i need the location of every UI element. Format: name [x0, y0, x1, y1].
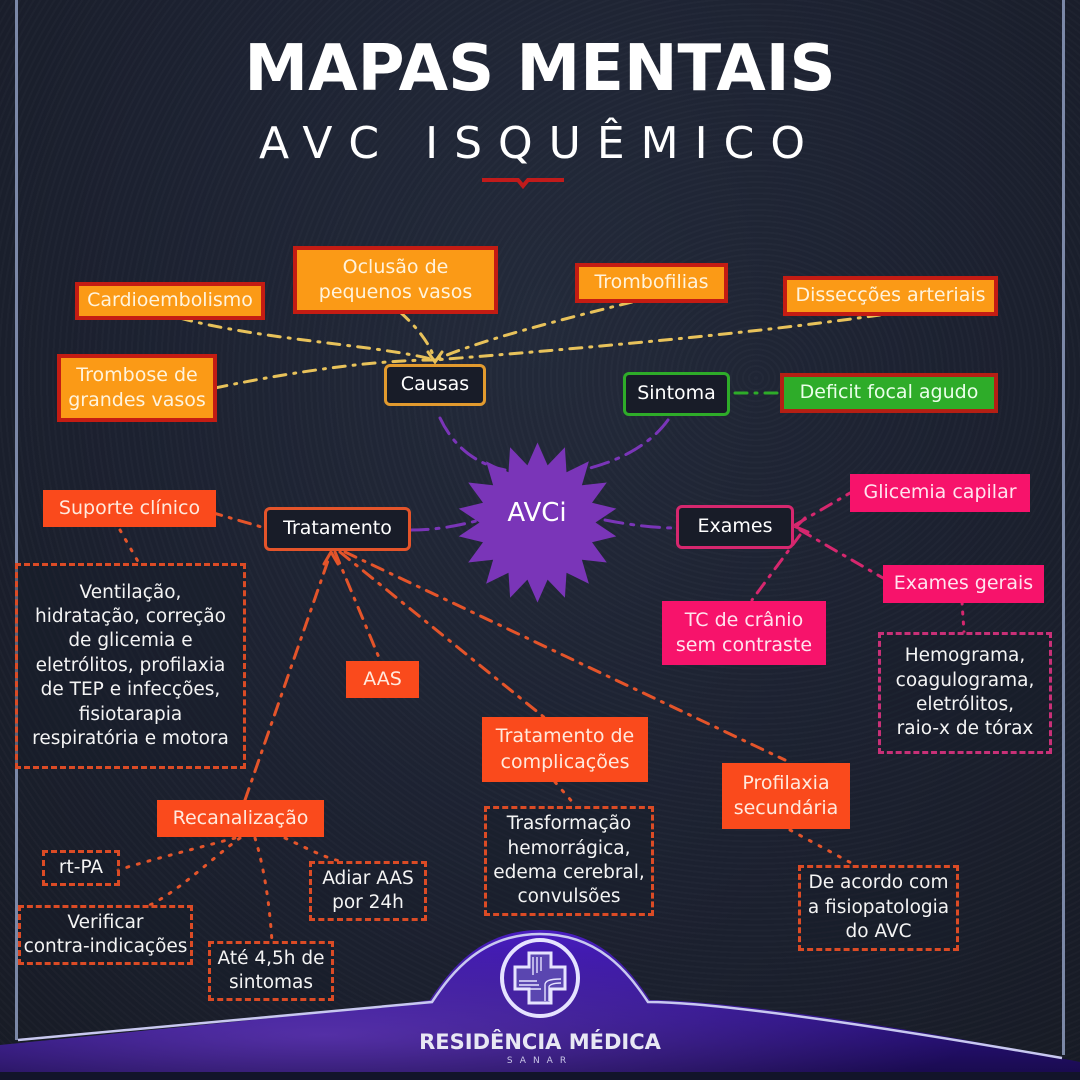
exames-gerais-detail: Hemograma, coagulograma, eletrólitos, ra…: [878, 632, 1052, 754]
symptom-deficit-focal-agudo[interactable]: Deficit focal agudo: [780, 373, 998, 413]
cause-cardioembolismo[interactable]: Cardioembolismo: [75, 282, 265, 320]
line-tratamento-complicacoes: [338, 550, 547, 720]
line-trombofilias: [433, 300, 634, 362]
line-profilaxia-detail: [788, 828, 857, 867]
line-trombose: [213, 358, 437, 390]
recanalizacao-rtpa: rt-PA: [42, 850, 120, 886]
hub-exames[interactable]: Exames: [676, 505, 794, 549]
line-recan-rtpa: [116, 836, 237, 872]
page-subtitle: AVC ISQUÊMICO: [259, 118, 821, 169]
line-exames-gerais: [798, 528, 885, 580]
treatment-recanalizacao[interactable]: Recanalização: [157, 800, 324, 837]
treatment-aas[interactable]: AAS: [346, 661, 419, 698]
complicacoes-detail: Trasformação hemorrágica, edema cerebral…: [484, 806, 654, 916]
line-suporte-detail: [118, 528, 142, 567]
line-avci-exames: [603, 518, 679, 530]
line-recanalizacao-tratamento: [243, 553, 332, 802]
title-underline-ornament: [482, 178, 564, 190]
treatment-complicacoes[interactable]: Tratamento de complicações: [482, 717, 648, 782]
hub-causas[interactable]: Causas: [384, 364, 486, 406]
center-starburst: [458, 442, 617, 603]
cause-trombofilias[interactable]: Trombofilias: [575, 263, 728, 303]
cause-disseccoes-arteriais[interactable]: Dissecções arteriais: [783, 276, 998, 316]
line-recan-ate: [253, 836, 274, 944]
line-tratamento-profilaxia: [343, 550, 787, 762]
profilaxia-detail: De acordo com a fisiopatologia do AVC: [798, 865, 959, 951]
exam-glicemia-capilar[interactable]: Glicemia capilar: [850, 474, 1030, 512]
treatment-profilaxia-secundaria[interactable]: Profilaxia secundária: [722, 763, 850, 829]
brand-name: RESIDÊNCIA MÉDICA: [419, 1030, 661, 1054]
line-avci-tratamento: [408, 518, 482, 532]
brand-subtitle: SANAR: [506, 1056, 574, 1066]
line-gerais-detail: [960, 600, 966, 634]
exam-exames-gerais[interactable]: Exames gerais: [883, 565, 1044, 603]
line-avci-sintoma: [588, 418, 670, 470]
line-oclusao: [398, 310, 437, 362]
frame-border-right: [1062, 0, 1065, 1055]
line-cardioembolismo: [178, 316, 437, 362]
cause-trombose-grandes-vasos[interactable]: Trombose de grandes vasos: [57, 354, 217, 422]
page-title: MAPAS MENTAIS: [244, 32, 836, 106]
cause-oclusao-pequenos-vasos[interactable]: Oclusão de pequenos vasos: [293, 246, 498, 314]
treatment-suporte-clinico[interactable]: Suporte clínico: [43, 490, 216, 527]
exam-tc-cranio[interactable]: TC de crânio sem contraste: [662, 601, 826, 665]
recanalizacao-verificar: Verificar contra-indicações: [18, 905, 193, 965]
center-node-label: AVCi: [507, 498, 567, 528]
footer-band: [0, 930, 1080, 1080]
line-disseccoes: [433, 313, 882, 362]
line-suporte-tratamento: [208, 510, 267, 530]
medical-cross-icon: [500, 938, 580, 1018]
line-recan-adiar: [283, 836, 347, 864]
recanalizacao-ate-4-5h: Até 4,5h de sintomas: [208, 941, 334, 1001]
line-complicacoes-detail: [553, 780, 577, 807]
hub-tratamento[interactable]: Tratamento: [264, 507, 411, 551]
hub-sintoma[interactable]: Sintoma: [623, 372, 730, 416]
line-tratamento-aas: [333, 550, 382, 662]
frame-border-left: [15, 0, 18, 1040]
recanalizacao-adiar-aas: Adiar AAS por 24h: [309, 861, 427, 921]
suporte-clinico-detail: Ventilação, hidratação, correção de glic…: [15, 563, 246, 769]
line-recan-verificar: [148, 836, 242, 907]
